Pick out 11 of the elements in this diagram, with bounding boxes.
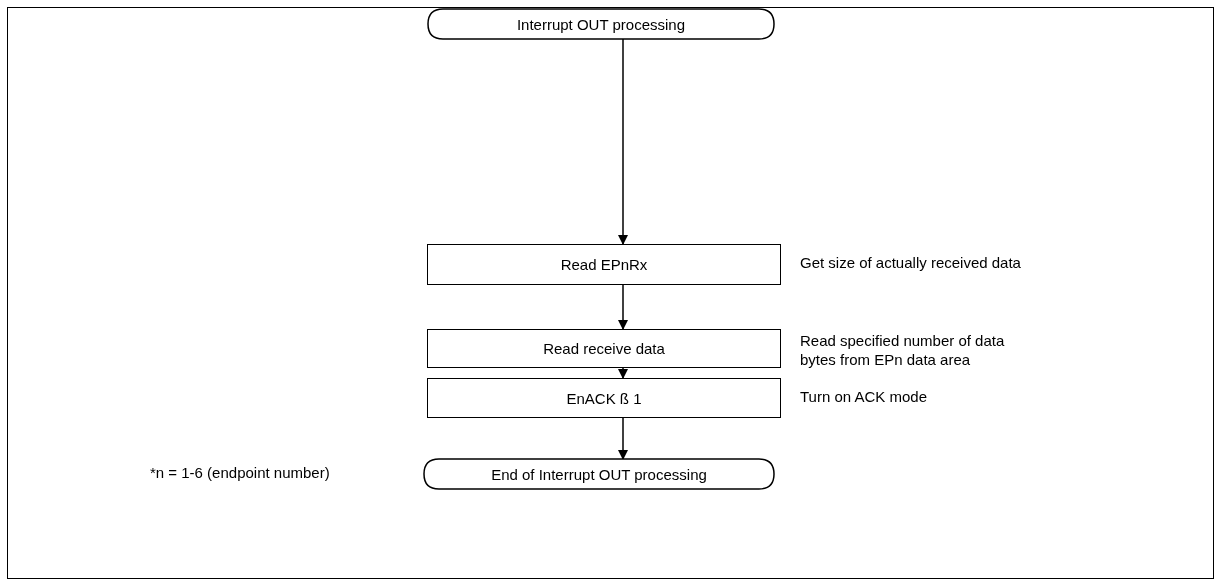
arrow [618,417,628,460]
step-note: Read specified number of data bytes from EPn data area [800,331,1006,369]
step-note: Get size of actually received data [800,253,1022,272]
process-box: EnACK ß 1 [427,378,781,418]
arrow [618,284,628,330]
step-note: Turn on ACK mode [800,387,928,406]
arrow [618,367,628,379]
arrow [618,38,628,245]
process-box: Read receive data [427,329,781,368]
process-box: Read EPnRx [427,244,781,285]
footnote: *n = 1-6 (endpoint number) [150,464,330,481]
